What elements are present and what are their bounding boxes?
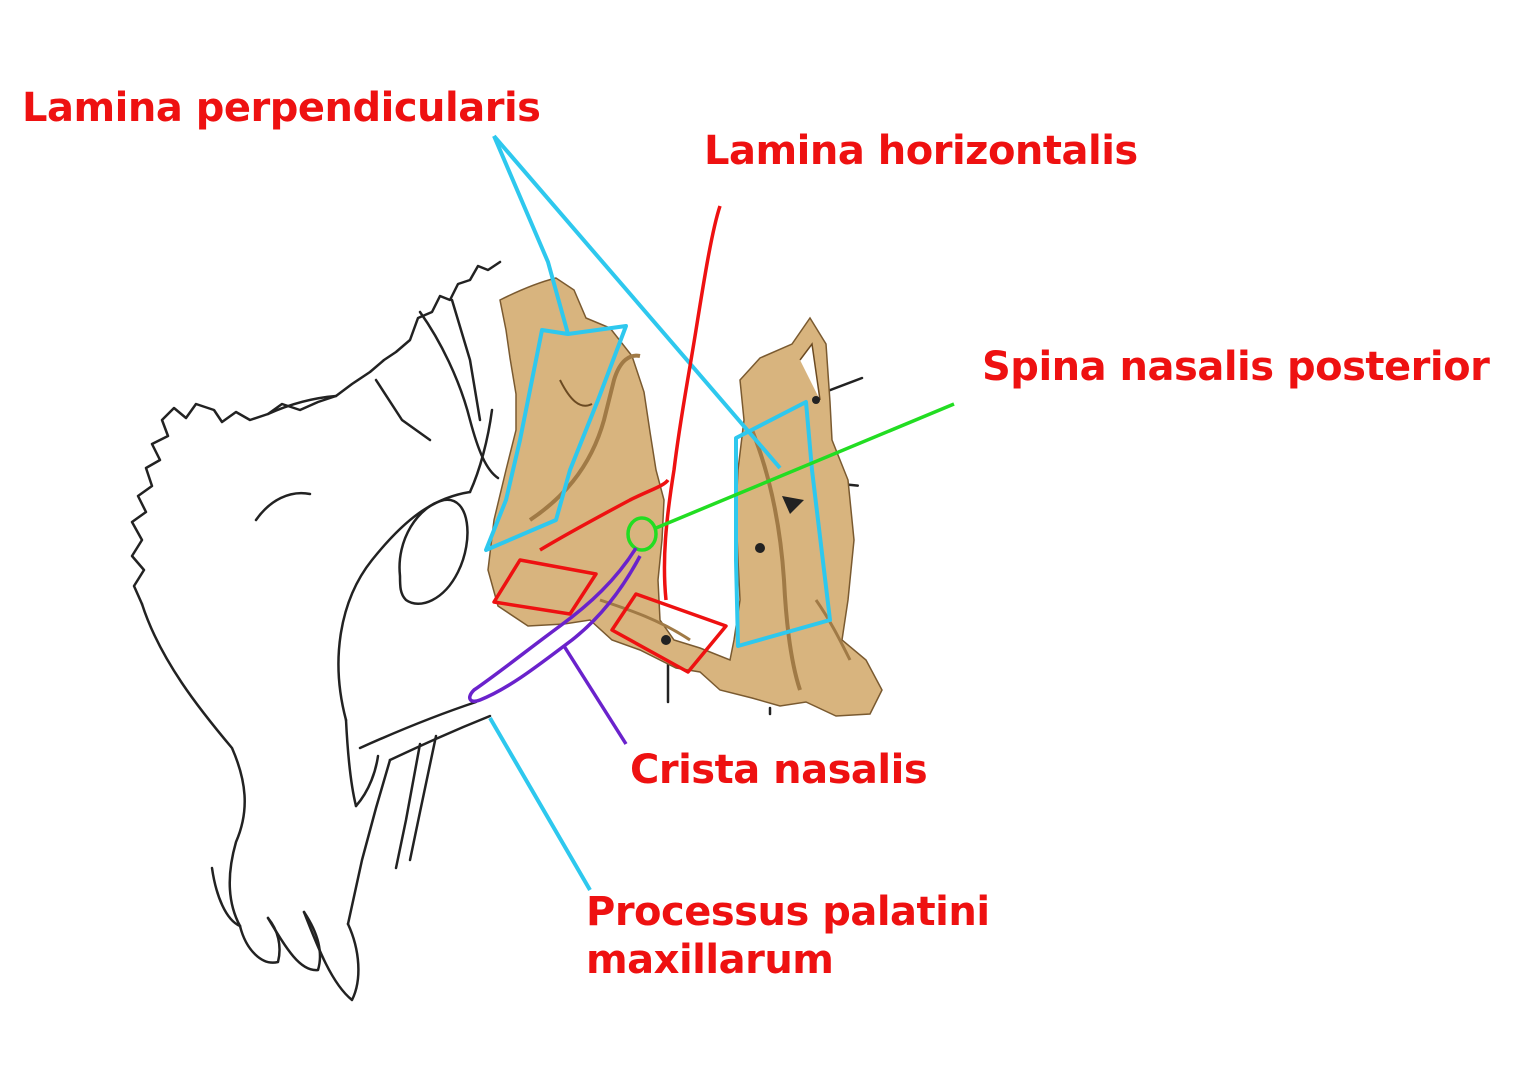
label-processus-palatini-line1: Processus palatini <box>586 889 990 935</box>
lamina-perpendicularis-markers <box>484 134 832 892</box>
label-spina-nasalis-posterior: Spina nasalis posterior <box>982 344 1490 390</box>
spina-nasalis-posterior-marker <box>626 402 955 552</box>
crista-nasalis-marker <box>468 547 642 745</box>
label-processus-palatini-maxillarum: Processus palatini maxillarum <box>586 888 990 984</box>
label-lamina-horizontalis: Lamina horizontalis <box>704 128 1138 174</box>
label-processus-palatini-line2: maxillarum <box>586 937 834 983</box>
lamina-horizontalis-markers <box>492 205 728 674</box>
palatine-bone <box>487 277 883 717</box>
label-crista-nasalis: Crista nasalis <box>630 747 928 793</box>
label-lamina-perpendicularis: Lamina perpendicularis <box>22 85 541 131</box>
